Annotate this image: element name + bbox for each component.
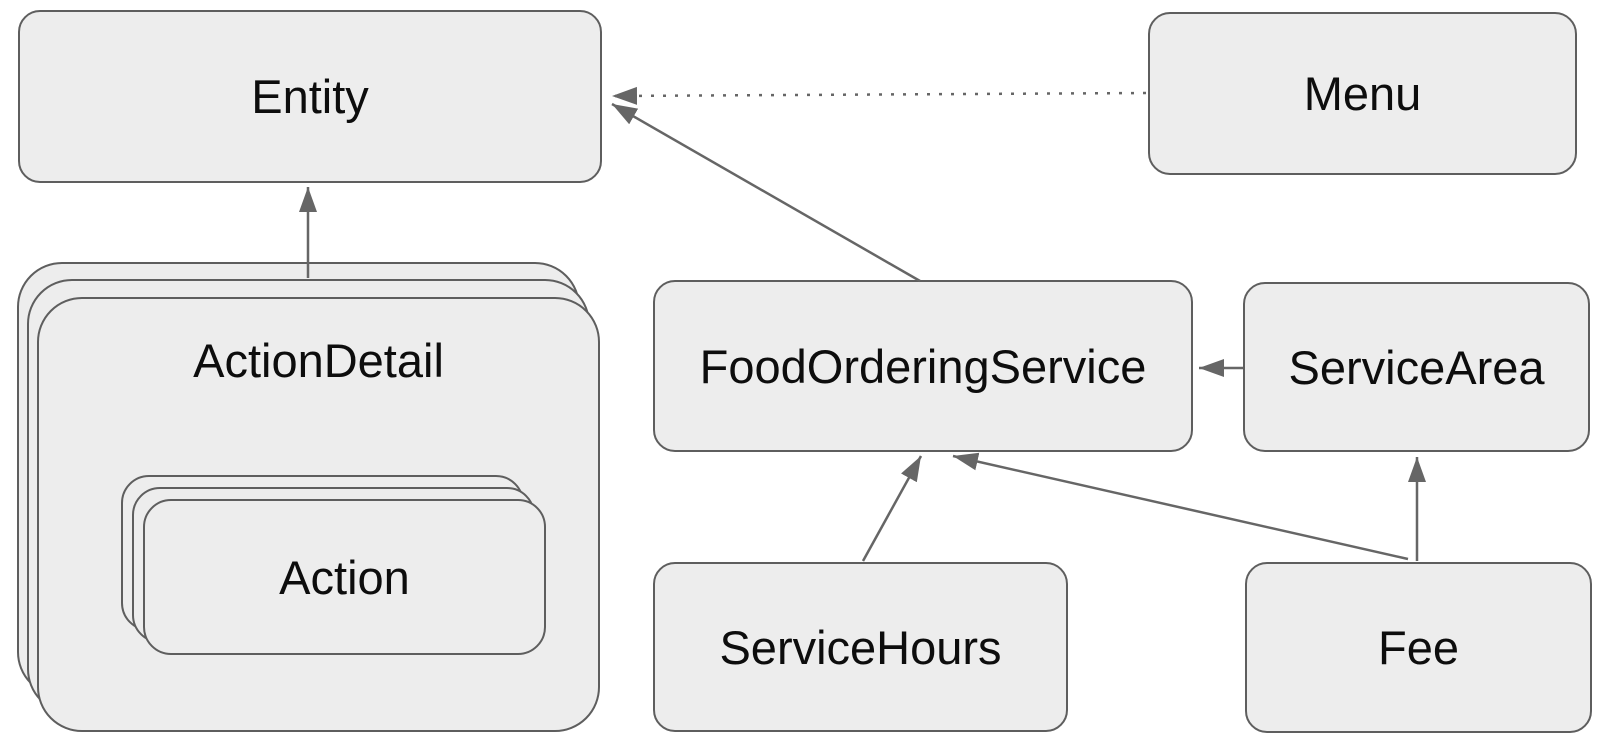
- node-action: Action: [143, 499, 546, 655]
- node-menu-label: Menu: [1303, 67, 1422, 120]
- edge-service-hours-to-food-ordering-service-arrow: [861, 455, 923, 562]
- action-detail-label-wrap: ActionDetail: [37, 332, 600, 388]
- edge-fee-to-food-ordering-service-arrow: [952, 452, 1409, 561]
- node-service-area: ServiceArea: [1243, 282, 1590, 452]
- node-food-ordering-service-label: FoodOrderingService: [699, 339, 1147, 393]
- node-service-hours-label: ServiceHours: [719, 620, 1002, 674]
- node-fee: Fee: [1245, 562, 1592, 733]
- node-fee-label: Fee: [1378, 621, 1459, 674]
- node-action-detail-label: ActionDetail: [193, 333, 444, 387]
- node-service-area-label: ServiceArea: [1288, 340, 1545, 394]
- edge-menu-to-entity-dotted-arrow: [611, 86, 1147, 105]
- edge-food-ordering-service-to-entity-arrow: [611, 102, 921, 283]
- node-entity: Entity: [18, 10, 602, 183]
- node-action-label: Action: [279, 550, 410, 604]
- node-service-hours: ServiceHours: [653, 562, 1068, 732]
- node-menu: Menu: [1148, 12, 1577, 175]
- node-entity-label: Entity: [251, 70, 369, 123]
- node-food-ordering-service: FoodOrderingService: [653, 280, 1193, 452]
